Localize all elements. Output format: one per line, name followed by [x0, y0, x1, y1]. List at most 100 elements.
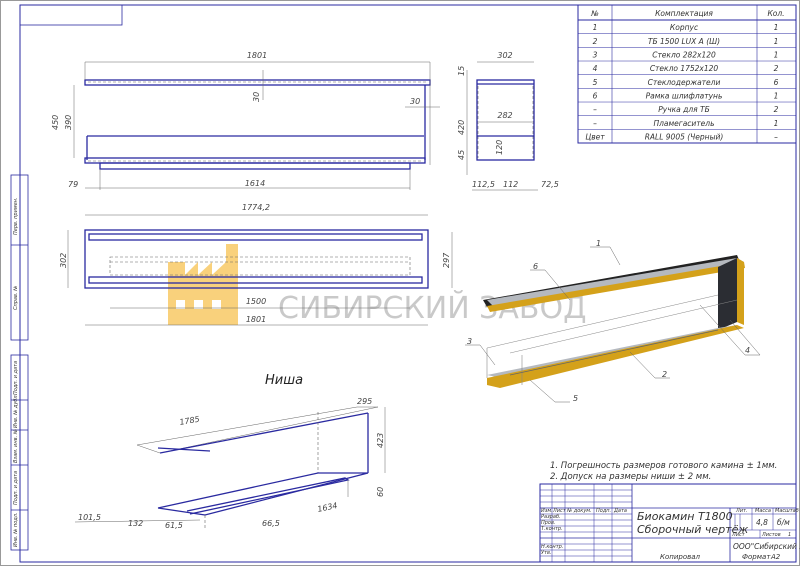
table-cell: Цвет [585, 133, 605, 142]
callout-label: 2 [662, 370, 667, 379]
dimension-label: 15 [457, 66, 466, 76]
stamp-label: Инв. № дубл. [13, 394, 19, 428]
dimension-label: 132 [128, 519, 143, 528]
niche-view: Ниша 1785 295 423 60 1634 101,5 132 61,5… [74, 373, 386, 530]
dimension-label: 302 [497, 51, 512, 60]
watermark-logo: СИБИРСКИЙ ЗАВОД [168, 244, 587, 326]
tb-role: Утв. [541, 550, 552, 556]
dimension-label: 420 [457, 120, 466, 135]
format-value: А2 [770, 553, 781, 561]
table-header: Комплектация [655, 9, 713, 18]
title-block-text: Изм. Лист № докум. Подп. Дата Разраб. Пр… [541, 508, 800, 561]
table-cell: – [774, 133, 778, 142]
tb-role: Т.контр. [541, 526, 563, 532]
table-cell: 6 [774, 78, 779, 87]
tb-format-label: Формат [742, 553, 771, 561]
table-cell: 1 [774, 92, 779, 101]
table-header: Кол. [767, 9, 784, 18]
table-cell: Стекло 282х120 [652, 51, 716, 60]
callout-label: 4 [745, 346, 750, 355]
sheets-value: 1 [788, 532, 791, 538]
dimension-label: 1785 [179, 415, 201, 427]
niche-title: Ниша [265, 373, 303, 388]
table-header: № [590, 9, 599, 18]
tb-label: Лист [552, 508, 567, 514]
table-cell: Пламегаситель [653, 119, 714, 128]
table-cell: 2 [774, 64, 779, 73]
dimension-label: 1774,2 [242, 203, 270, 212]
stamp-label: Взам. инв. № [13, 429, 19, 463]
table-cell: – [593, 105, 597, 114]
table-cell: 1 [774, 51, 779, 60]
stamp-label: Перв. примен. [13, 197, 19, 235]
tb-role: Н.контр. [541, 544, 563, 550]
tb-label: № докум. [566, 508, 592, 514]
table-cell: 4 [593, 64, 598, 73]
dimension-label: 1801 [246, 315, 266, 324]
tb-label: Масса [755, 508, 771, 514]
table-cell: 3 [593, 51, 598, 60]
dimension-label: 423 [376, 433, 385, 448]
dimension-label: 60 [376, 487, 385, 497]
dimension-label: 302 [59, 253, 68, 268]
front-view: 1801 30 30 390 450 79 1614 [51, 51, 440, 190]
drawing-title: Биокамин Т1800 [637, 510, 733, 523]
callout-label: 3 [467, 337, 472, 346]
dimension-label: 120 [495, 140, 504, 155]
table-cell: 1 [774, 23, 779, 32]
dimension-label: 101,5 [78, 513, 101, 522]
tb-role: Пров. [541, 520, 556, 526]
tb-label: Дата [613, 508, 627, 514]
dimension-label: 112,5 [472, 180, 495, 189]
company-name: ООО"Сибирский завод" [733, 542, 800, 551]
top-left-stamp [19, 4, 123, 26]
table-cell: 1 [593, 23, 598, 32]
tb-label: Лист [731, 532, 746, 538]
table-cell: 2 [774, 105, 779, 114]
callout-label: 6 [533, 262, 538, 271]
table-cell: Стеклодержатели [648, 78, 721, 87]
side-stamp: Перв. примен. Справ. № Подп. и дата Инв.… [10, 174, 29, 551]
table-cell: – [593, 119, 597, 128]
table-cell: 6 [593, 92, 598, 101]
callout-label: 5 [573, 394, 578, 403]
dimension-label: 30 [410, 97, 420, 106]
dimension-label: 1634 [317, 501, 339, 514]
stamp-label: Инв. № подл. [13, 513, 19, 548]
table-cell: 1 [774, 37, 779, 46]
tb-label: Лит. [735, 508, 748, 514]
dimension-label: 66,5 [262, 519, 280, 528]
dimension-label: 1500 [246, 297, 266, 306]
table-cell: RALL 9005 (Черный) [645, 133, 724, 142]
dimension-label: 282 [497, 111, 512, 120]
table-cell: ТБ 1500 LUX A (Ш) [648, 37, 720, 46]
dimension-label: 112 [503, 180, 518, 189]
dimension-label: 1614 [245, 179, 265, 188]
dimension-label: 390 [64, 115, 73, 130]
stamp-label: Справ. № [13, 286, 19, 310]
tb-copied-label: Копировал [660, 553, 701, 561]
dimension-label: 450 [51, 115, 60, 130]
note-1: 1. Погрешность размеров готового камина … [550, 461, 777, 471]
dimension-label: 61,5 [165, 521, 183, 530]
top-view: 1774,2 302 297 1500 1801 [59, 203, 453, 326]
table-cell: 2 [593, 37, 598, 46]
tb-label: Изм. [541, 508, 553, 514]
tb-label: Подп. [596, 508, 611, 514]
table-cell: 1 [774, 119, 779, 128]
drawing-subtitle: Сборочный чертёж [637, 523, 748, 536]
callout-label: 1 [596, 239, 601, 248]
note-2: 2. Допуск на размеры ниши ± 2 мм. [550, 472, 711, 482]
dimension-label: 30 [252, 92, 261, 102]
tb-label: Масштаб [775, 508, 799, 514]
iso-view: 1 2 3 4 5 6 [465, 239, 761, 403]
title-block [539, 483, 797, 563]
table-cell: Стекло 1752х120 [650, 64, 719, 73]
scale-value: б/м [777, 518, 790, 527]
dimension-label: 1801 [247, 51, 267, 60]
dimension-label: 297 [442, 252, 451, 268]
dimension-label: 45 [457, 150, 466, 160]
stamp-label: Подп. и дата [13, 361, 19, 395]
